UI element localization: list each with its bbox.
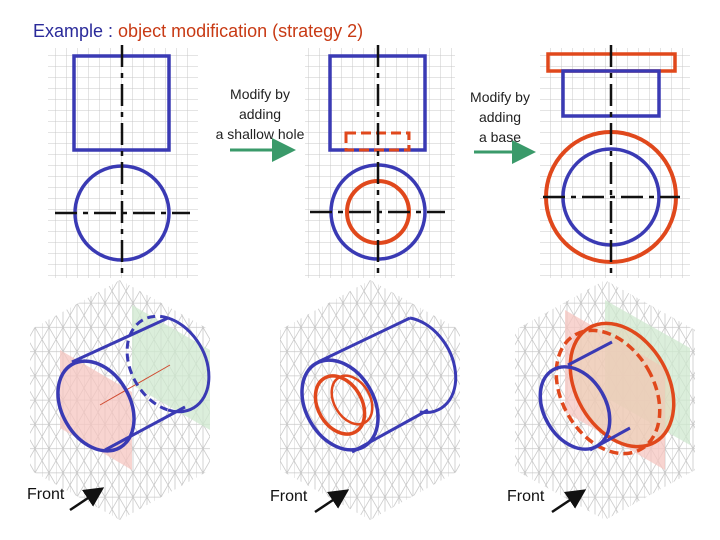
step-2-line2: adding	[478, 109, 522, 125]
front-label-2: Front	[270, 488, 308, 505]
step-2-line3: a base	[478, 129, 522, 145]
title-lead: Example :	[33, 21, 119, 41]
iso-view-base	[538, 300, 690, 514]
ortho-view-base	[543, 45, 680, 278]
page-title: Example : object modification (strategy …	[33, 21, 363, 42]
front-ellipse	[300, 358, 380, 452]
iso-view-original	[56, 305, 211, 512]
front-label-3: Front	[507, 488, 545, 505]
front-arrow	[314, 489, 350, 514]
step-2-line1: Modify by	[470, 89, 530, 105]
iso-grid-2	[280, 280, 460, 520]
hole-ellipse-front	[313, 374, 367, 436]
step-1-line2: adding	[238, 106, 282, 122]
front-ellipse	[538, 365, 612, 451]
hole-ellipse-back	[330, 374, 374, 426]
step-2-label: Modify by adding a base	[455, 87, 545, 147]
step-1-line3: a shallow hole	[215, 126, 305, 142]
back-ellipse-hidden	[125, 314, 169, 412]
side-plane	[132, 305, 210, 430]
step-1-line1: Modify by	[230, 86, 290, 102]
ortho-view-hole	[310, 45, 445, 278]
title-rest: object modification (strategy 2)	[118, 21, 364, 41]
base-ellipse-front	[554, 328, 662, 456]
front-arrow	[69, 487, 105, 512]
front-plane	[60, 350, 132, 470]
front-ellipse	[56, 359, 136, 453]
front-arrow	[551, 489, 587, 514]
back-ellipse-visible	[167, 316, 211, 414]
iso-view-hole	[300, 316, 458, 514]
front-label-1: Front	[27, 486, 65, 503]
ortho-view-original	[55, 45, 190, 278]
base-ellipse-back	[568, 321, 676, 449]
step-1-label: Modify by adding a shallow hole	[205, 84, 315, 144]
